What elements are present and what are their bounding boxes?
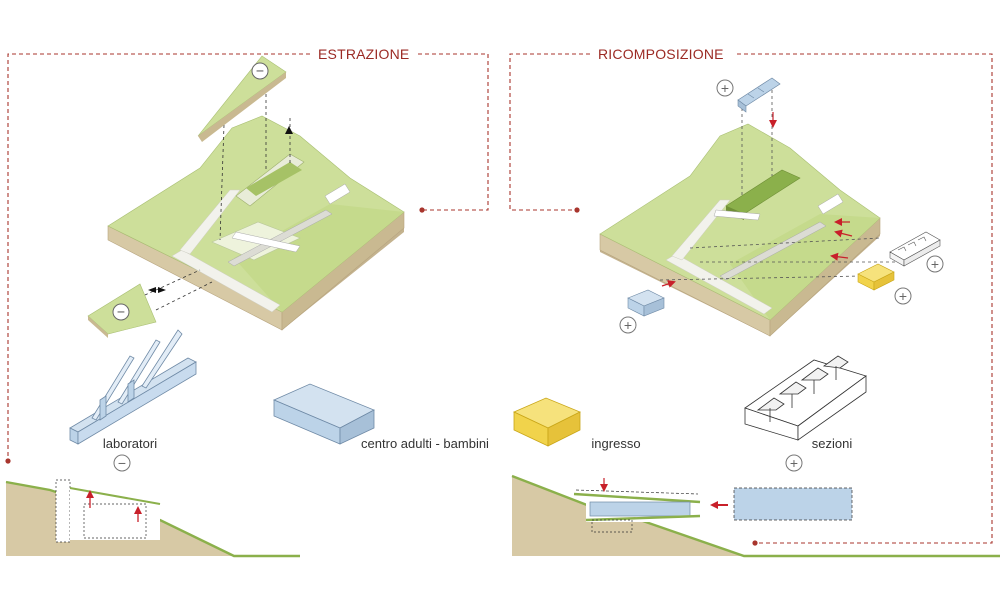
plus-symbol: + — [931, 256, 939, 272]
sezioni-label: sezioni — [812, 436, 853, 451]
laboratori-model — [69, 329, 197, 445]
right-frame-bottom-dot — [752, 540, 758, 546]
ingresso-box — [513, 397, 581, 447]
black-arrow-left-icon — [148, 287, 156, 293]
minus-icon — [251, 62, 269, 80]
centro-box — [272, 383, 375, 445]
inserted-lab-module-top — [737, 77, 781, 113]
plus-symbol: + — [899, 288, 907, 304]
section-title-estrazione: ESTRAZIONE — [318, 46, 410, 62]
insertion-arrows — [661, 112, 853, 288]
inserted-centre-module — [627, 289, 665, 317]
plus-symbol: + — [790, 455, 798, 471]
ingresso-label: ingresso — [591, 436, 640, 451]
section-title-ricomposizione: RICOMPOSIZIONE — [598, 46, 724, 62]
minus-icon — [112, 303, 130, 321]
plus-symbol: + — [721, 80, 729, 96]
left-panel-frame — [7, 53, 489, 456]
plus-symbol: + — [624, 317, 632, 333]
plus-icon — [894, 287, 912, 305]
plus-icon — [785, 454, 803, 472]
right-section-drawing — [511, 474, 1000, 558]
minus-symbol: − — [117, 304, 125, 320]
inserted-entrance-module — [857, 263, 895, 291]
black-arrow-right-icon — [158, 287, 166, 293]
plus-icon — [619, 316, 637, 334]
left-section-drawing — [5, 479, 300, 558]
right-frame-end-dot — [574, 207, 580, 213]
inserted-sections-module — [889, 231, 941, 267]
centro-label: centro adulti - bambini — [361, 436, 489, 451]
laboratori-label: laboratori — [103, 436, 157, 451]
minus-icon — [113, 454, 131, 472]
left-frame-bottom-dot — [5, 458, 11, 464]
minus-symbol: − — [256, 63, 264, 79]
right-terrain-model — [599, 123, 881, 337]
black-arrow-up-icon — [285, 126, 293, 134]
plus-icon — [716, 79, 734, 97]
left-terrain-model — [107, 115, 405, 331]
right-panel-frame — [509, 53, 993, 544]
left-extraction-guides — [133, 88, 291, 311]
plus-icon — [926, 255, 944, 273]
sezioni-model — [744, 355, 867, 441]
left-frame-end-dot — [419, 207, 425, 213]
minus-symbol: − — [118, 455, 126, 471]
